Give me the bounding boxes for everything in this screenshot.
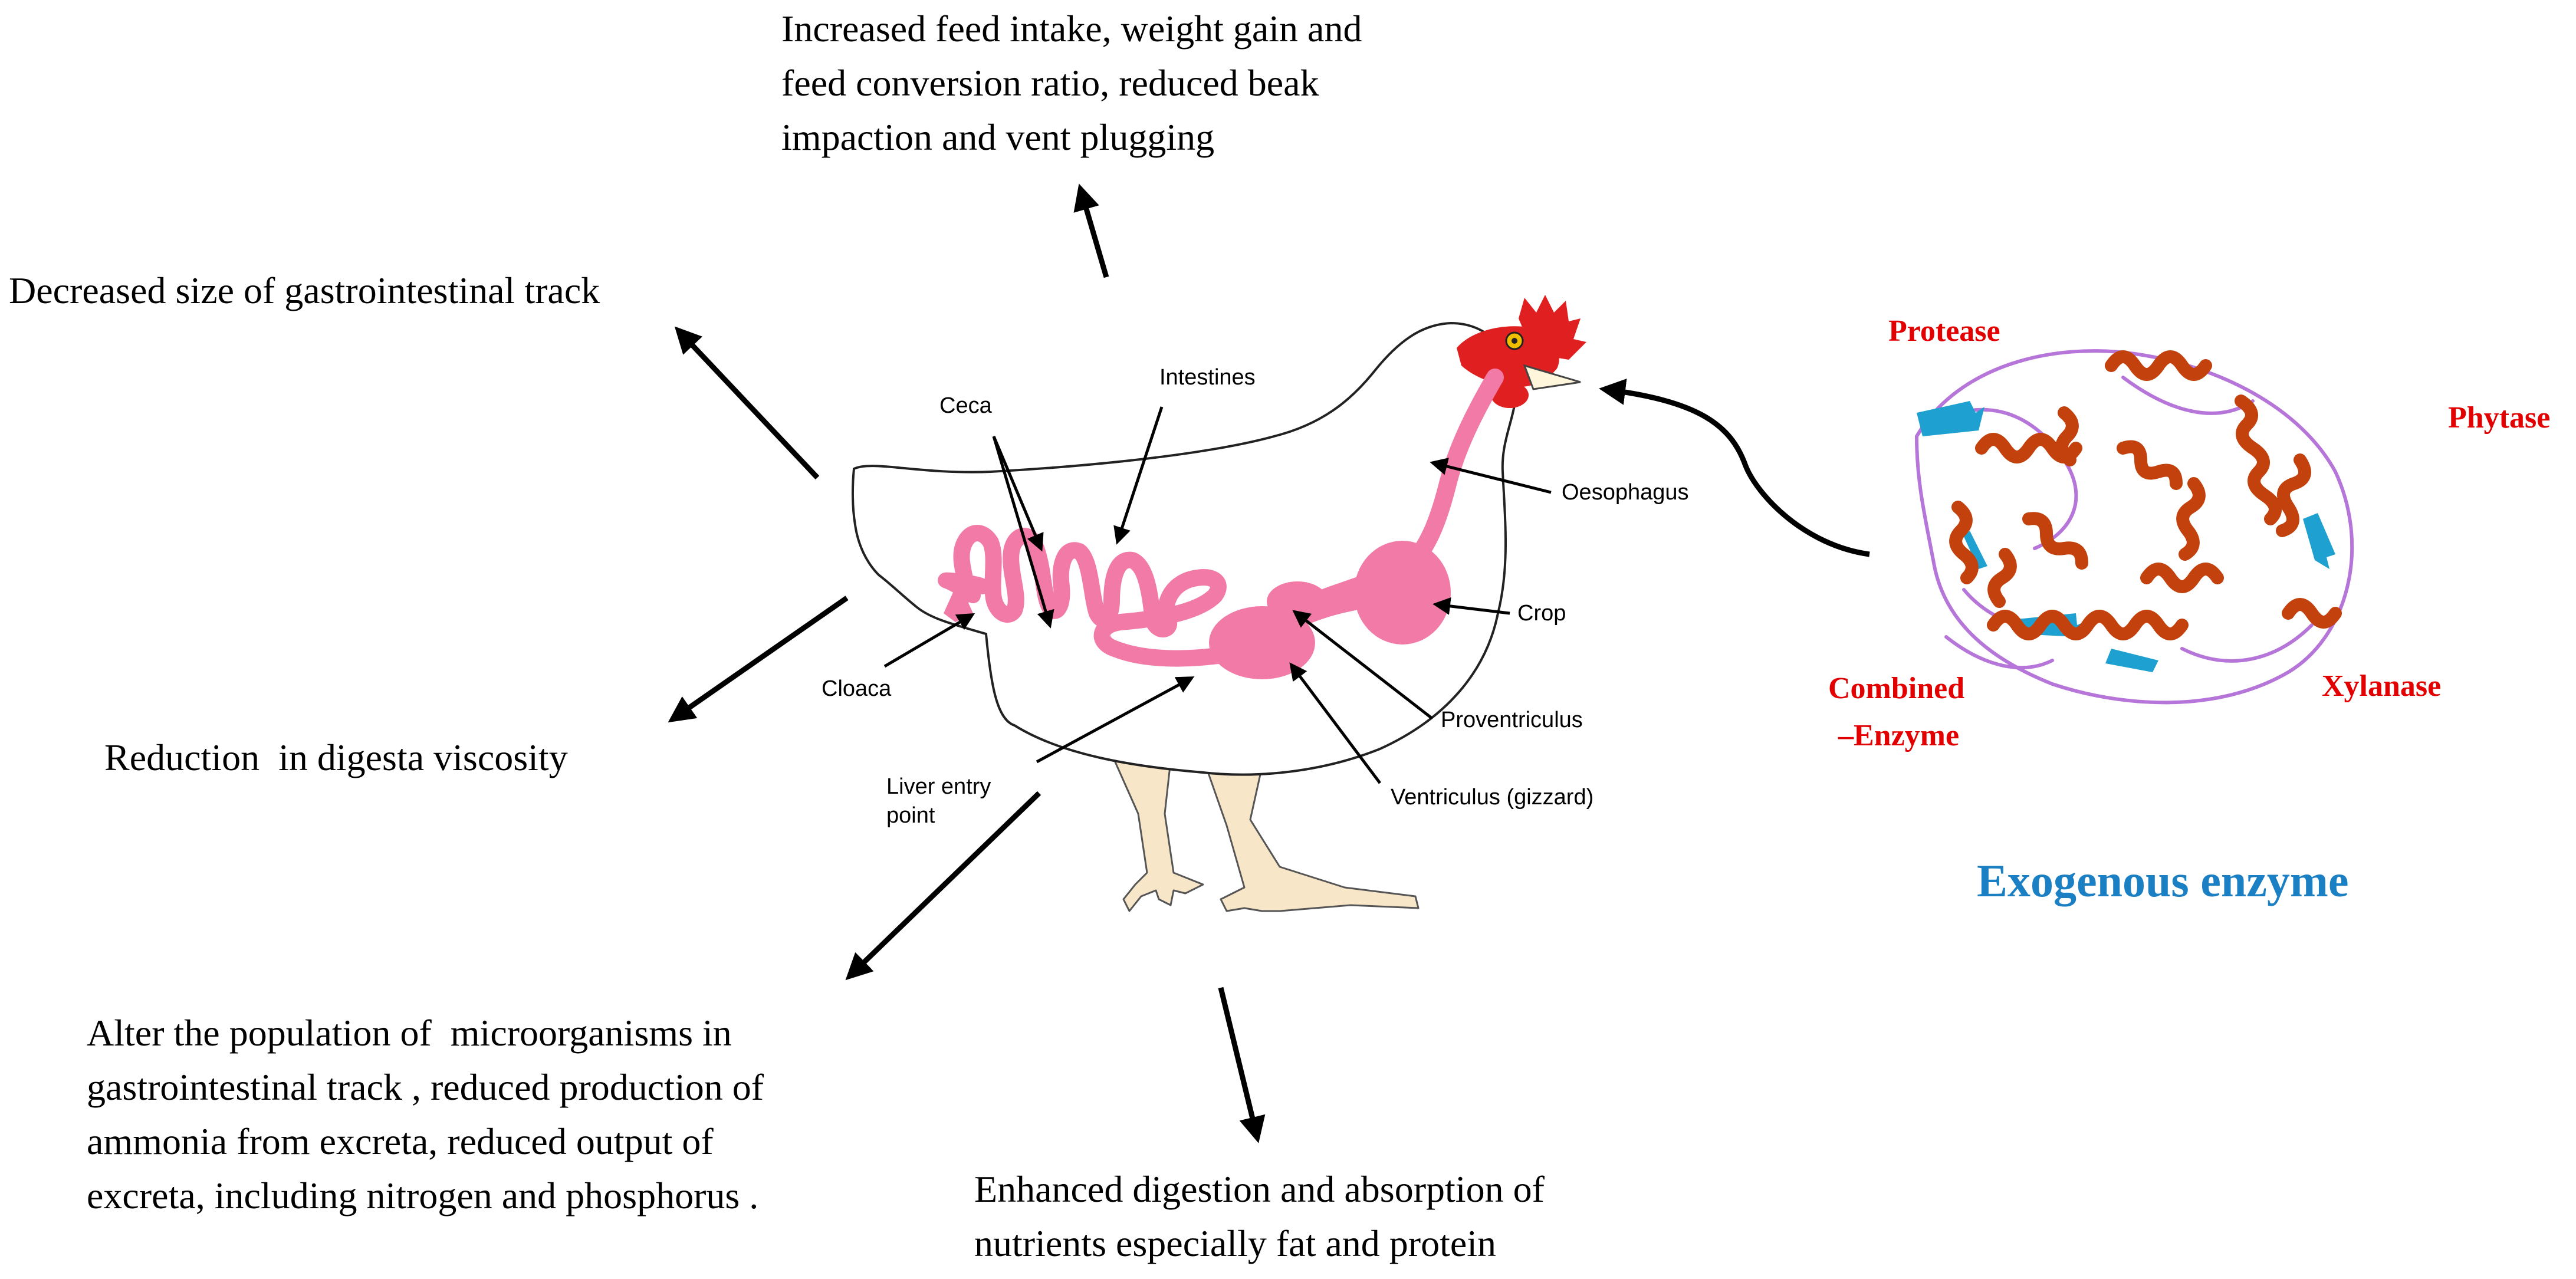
label-protease: Protease: [1888, 314, 2000, 348]
effect-microbes-line-2: gastrointestinal track , reduced product…: [87, 1066, 764, 1108]
cloaca-organ: [944, 581, 977, 622]
label-oesophagus: Oesophagus: [1562, 480, 1689, 505]
arrow-to-microbes-effect: [845, 791, 1041, 981]
effect-digestion: Enhanced digestion and absorption of nut…: [974, 1168, 1545, 1264]
chicken-illustration: [851, 295, 1586, 912]
effect-gi-size-line-1: Decreased size of gastrointestinal track: [9, 269, 600, 311]
pointer-oesophagus: [1430, 458, 1552, 494]
pointer-liver-entry: [1036, 676, 1195, 764]
chicken-beak: [1523, 364, 1581, 390]
enzyme-labels: Protease Phytase Combined –Enzyme Xylana…: [1828, 314, 2550, 752]
left-leg: [1113, 759, 1204, 912]
effect-digestion-line-1: Enhanced digestion and absorption of: [974, 1168, 1545, 1210]
pointer-cloaca: [883, 613, 975, 668]
pointer-intestines: [1113, 406, 1164, 545]
pointer-ceca-1: [992, 436, 1044, 552]
digestive-tract: [938, 369, 1504, 679]
arrow-to-digestion-effect: [1218, 987, 1266, 1143]
label-crop: Crop: [1517, 601, 1566, 626]
anatomy-labels: Ceca Intestines Oesophagus Crop Cloaca P…: [822, 365, 1689, 828]
label-ventriculus: Ventriculus (gizzard): [1391, 785, 1593, 810]
right-leg: [1205, 765, 1420, 912]
enzyme-protein-structure: [1914, 349, 2354, 705]
pointer-ventriculus: [1289, 662, 1381, 784]
label-combined-1: Combined: [1828, 672, 1964, 705]
anatomy-pointers: [883, 406, 1552, 784]
label-intestines: Intestines: [1159, 365, 1256, 390]
pointer-ceca-2: [992, 436, 1054, 629]
effect-microbes-line-1: Alter the population of microorganisms i…: [87, 1012, 732, 1054]
chicken-wattle: [1491, 382, 1529, 408]
ventriculus-organ: [1209, 606, 1315, 679]
effect-microbes-line-3: ammonia from excreta, reduced output of: [87, 1120, 714, 1162]
effect-microbes: Alter the population of microorganisms i…: [87, 1012, 764, 1216]
enzyme-title: Exogenous enzyme: [1977, 855, 2348, 906]
arrow-enzyme-to-chicken: [1599, 379, 1870, 557]
label-ceca: Ceca: [939, 393, 993, 418]
effect-viscosity: Reduction in digesta viscosity: [104, 737, 568, 778]
intestine-tube: [953, 525, 1235, 667]
effect-feed-line-2: feed conversion ratio, reduced beak: [781, 62, 1319, 104]
effect-feed-line-1: Increased feed intake, weight gain and: [781, 8, 1362, 50]
label-liver-entry-2: point: [886, 803, 935, 828]
effect-microbes-line-4: excreta, including nitrogen and phosphor…: [87, 1175, 758, 1216]
pointer-crop: [1432, 597, 1510, 615]
effect-arrows: [668, 183, 1266, 1143]
arrow-to-viscosity-effect: [668, 596, 849, 723]
chicken-head: [1457, 295, 1586, 408]
label-liver-entry-1: Liver entry: [886, 774, 991, 799]
effect-gi-size: Decreased size of gastrointestinal track: [9, 269, 600, 311]
chicken-legs: [1113, 759, 1420, 912]
protein-helices: [1949, 350, 2342, 640]
chicken-body: [851, 321, 1517, 776]
arrow-to-gi-size-effect: [674, 326, 820, 480]
label-proventriculus: Proventriculus: [1441, 708, 1583, 732]
crop-organ: [1354, 541, 1451, 645]
arrow-to-feed-effect: [1073, 183, 1109, 278]
pointer-proventriculus: [1292, 610, 1433, 719]
label-phytase: Phytase: [2448, 401, 2550, 435]
label-combined-2: –Enzyme: [1838, 719, 1959, 752]
effect-viscosity-line-1: Reduction in digesta viscosity: [104, 737, 568, 778]
effect-feed-intake: Increased feed intake, weight gain and f…: [781, 8, 1362, 158]
label-xylanase: Xylanase: [2322, 669, 2441, 703]
label-cloaca: Cloaca: [822, 676, 892, 701]
effect-feed-line-3: impaction and vent plugging: [781, 116, 1214, 158]
effect-digestion-line-2: nutrients especially fat and protein: [974, 1222, 1496, 1264]
